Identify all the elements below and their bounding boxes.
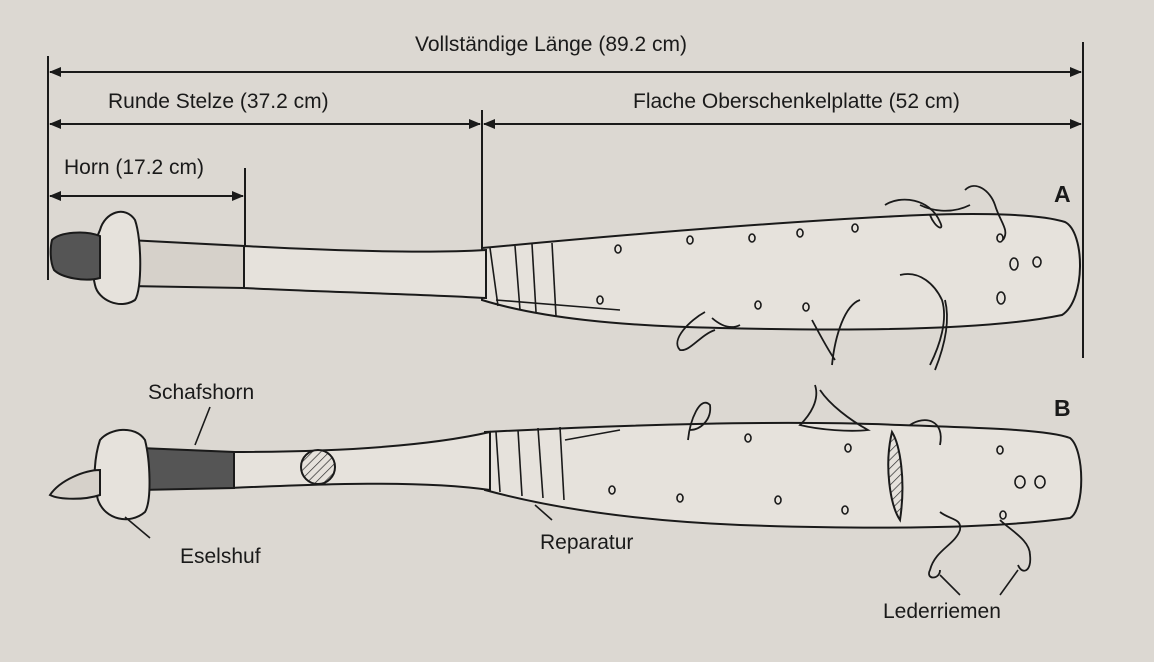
stilt-b: [229, 430, 491, 492]
view-a-label: A: [1054, 181, 1071, 207]
horn-tip-a: [49, 231, 101, 281]
stilt-cross-section: [300, 449, 336, 485]
leader-lines: [124, 406, 1019, 596]
horn-label: Horn (17.2 cm): [64, 156, 205, 179]
lederriemen-label: Lederriemen: [883, 600, 1001, 623]
eselshuf-label: Eselshuf: [180, 545, 261, 568]
leader-lederriemen-2: [999, 569, 1019, 596]
prosthesis-view-a: [49, 185, 1081, 371]
stilt-a: [243, 244, 487, 300]
total-length-label: Vollständige Länge (89.2 cm): [415, 33, 688, 56]
round-stilt-label: Runde Stelze (37.2 cm): [108, 90, 329, 113]
thigh-plate-b: [484, 421, 1083, 529]
holes-a: [596, 223, 1042, 312]
horn-socket-b: [139, 446, 235, 492]
straps-a: [676, 185, 1007, 371]
leader-reparatur: [534, 504, 553, 521]
dimension-lines: [47, 42, 1084, 358]
straps-b: [687, 384, 1032, 579]
leader-lederriemen-1: [939, 574, 961, 596]
hoof-b: [93, 428, 151, 521]
thigh-plate-a: [481, 213, 1081, 331]
prosthesis-view-b: [48, 384, 1083, 579]
schafshorn-label: Schafshorn: [148, 381, 255, 404]
reparatur-label: Reparatur: [540, 531, 634, 554]
leader-schafshorn: [194, 406, 211, 446]
plate-cross-section: [887, 429, 904, 523]
bindings-a: [489, 242, 621, 317]
holes-b: [608, 433, 1046, 520]
horn-socket-a: [127, 238, 245, 290]
leader-eselshuf: [124, 516, 151, 539]
horn-tip-b: [48, 468, 101, 500]
bindings-b: [495, 426, 621, 501]
view-b-label: B: [1054, 395, 1071, 421]
thigh-plate-label: Flache Oberschenkelplatte (52 cm): [633, 90, 960, 113]
